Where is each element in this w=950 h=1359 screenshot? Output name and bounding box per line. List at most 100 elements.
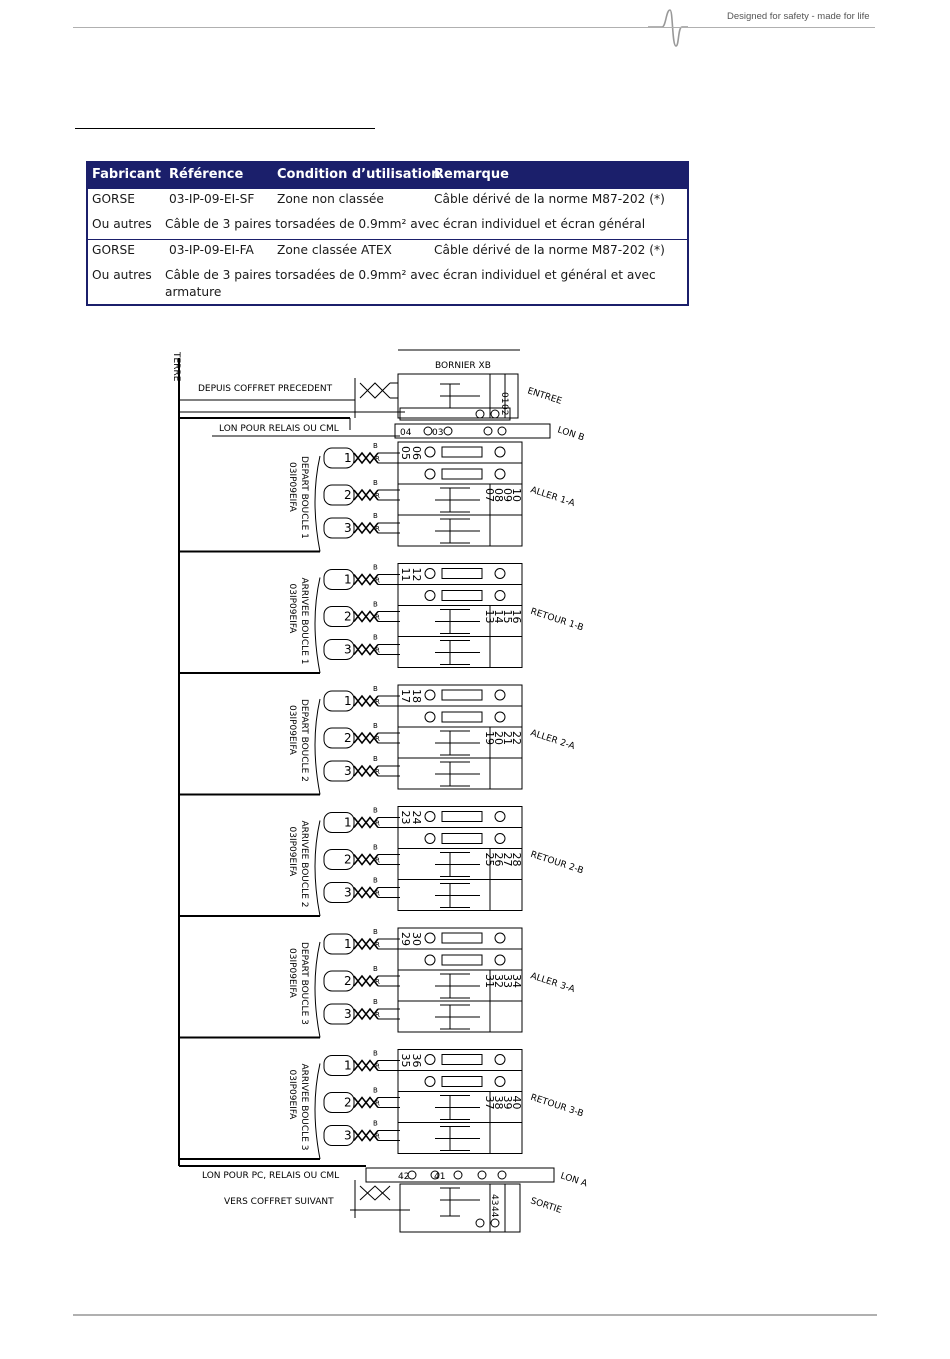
terminal-number: 19 <box>483 731 496 745</box>
logo-wave-icon <box>648 9 688 47</box>
terminal-screw-icon <box>494 446 506 458</box>
pair-screen <box>323 517 355 539</box>
terminal-number: 30 <box>410 932 423 946</box>
fuse-holder <box>441 590 483 601</box>
row2-condition: Zone classée ATEX <box>277 243 392 257</box>
pair-number: 1 <box>344 694 352 708</box>
terminal-screw-icon <box>424 1076 436 1087</box>
wire-r-label: R <box>375 857 380 865</box>
cable-code-label: 03IP09EIFA <box>287 1070 297 1121</box>
wire-b-label: B <box>373 877 378 885</box>
cable-sheath <box>314 577 321 674</box>
terminal-number: 21 <box>501 731 514 745</box>
terminal-screw-icon <box>494 1076 506 1087</box>
terminal-number: 33 <box>501 974 514 988</box>
wire-b-label: B <box>373 965 378 973</box>
terminal-screw-icon <box>424 468 436 480</box>
pair-screen <box>323 882 355 903</box>
pair-number: 2 <box>344 1096 352 1110</box>
terminal-number: 36 <box>410 1054 423 1068</box>
terminal-43: 43 <box>489 1194 499 1205</box>
wire-r-label: R <box>375 698 380 706</box>
pair-number: 3 <box>344 1007 352 1021</box>
wire-b-label: B <box>373 442 378 450</box>
wire-b-label: B <box>373 844 378 852</box>
terminal-number: 39 <box>501 1096 514 1110</box>
pair-screen <box>323 1125 355 1146</box>
terminal-41: 41 <box>434 1172 445 1182</box>
fuse-holder <box>441 468 483 480</box>
lon-b-label: LON B <box>556 425 585 443</box>
wire-r-label: R <box>375 455 380 463</box>
fuse-holder <box>441 568 483 579</box>
terminal-03: 03 <box>432 428 443 438</box>
pair-number: 3 <box>344 886 352 900</box>
cable-sheath <box>314 941 321 1038</box>
terminal-screw-icon <box>494 468 506 480</box>
entree-label: ENTREE <box>526 386 563 407</box>
terminal-screw-icon <box>494 689 506 701</box>
pair-screen <box>323 933 355 955</box>
terminal-number: 06 <box>410 446 423 460</box>
row1-condition: Zone non classée <box>277 192 384 206</box>
pair-number: 1 <box>344 1059 352 1073</box>
footer-rule <box>73 1314 877 1316</box>
terminal-number: 38 <box>492 1096 505 1110</box>
pair-screen <box>323 727 355 749</box>
terminal-screw-icon <box>424 811 436 822</box>
depuis-label: DEPUIS COFFRET PRECEDENT <box>198 384 333 394</box>
terminal-screw-icon <box>424 689 436 701</box>
side-label: ALLER 2-A <box>529 728 577 752</box>
terminal-number: 07 <box>483 488 496 502</box>
cable-section-label: ARRIVEE BOUCLE 3 <box>299 1064 309 1151</box>
pair-screen <box>323 1055 355 1076</box>
terminal-screw-icon <box>494 811 506 822</box>
terminal-screw-icon <box>424 446 436 458</box>
wire-b-label: B <box>373 722 378 730</box>
pair-number: 2 <box>344 610 352 624</box>
row1-reference: 03-IP-09-EI-SF <box>169 192 255 206</box>
wire-b-label: B <box>373 928 378 936</box>
cable-code-label: 03IP09EIFA <box>287 827 297 878</box>
terminal-number: 12 <box>410 568 423 582</box>
terminal-screw-icon <box>494 1054 506 1065</box>
terminal-number: 15 <box>501 610 514 624</box>
wire-b-label: B <box>373 1120 378 1128</box>
terminal-screw-icon <box>494 711 506 723</box>
terminal-screw-icon <box>424 833 436 844</box>
wire-r-label: R <box>375 577 380 585</box>
wire-r-label: R <box>375 614 380 622</box>
wire-b-label: B <box>373 685 378 693</box>
twisted-pair <box>353 1096 379 1109</box>
terminal-screw-icon <box>494 590 506 601</box>
header-condition: Condition d’utilisation <box>277 167 441 182</box>
terminal-number: 31 <box>483 974 496 988</box>
twisted-pair <box>353 451 379 465</box>
wire-b-label: B <box>373 998 378 1006</box>
pair-number: 2 <box>344 488 352 502</box>
cable-code-label: 03IP09EIFA <box>287 705 297 756</box>
terminal-01: 01 <box>499 392 509 403</box>
terminal-number: 22 <box>510 731 523 745</box>
cable-table: Fabricant Référence Condition d’utilisat… <box>86 161 689 306</box>
cable-code-label: 03IP09EIFA <box>287 948 297 999</box>
terminal-number: 13 <box>483 610 496 624</box>
lon-a-label: LON A <box>559 1171 589 1189</box>
side-label: RETOUR 3-B <box>529 1093 584 1120</box>
terminal-number: 40 <box>510 1096 523 1110</box>
cable-section-label: ARRIVEE BOUCLE 1 <box>299 578 309 665</box>
terminal-number: 28 <box>510 853 523 867</box>
cable-sheath <box>314 698 321 795</box>
side-label: ALLER 3-A <box>529 971 577 995</box>
cable-section-label: DEPART BOUCLE 1 <box>299 456 309 539</box>
terminal-number: 05 <box>399 446 412 460</box>
terminal-number: 09 <box>501 488 514 502</box>
fuse-holder <box>441 689 483 701</box>
fuse-holder <box>441 446 483 458</box>
row2-reference: 03-IP-09-EI-FA <box>169 243 254 257</box>
cable-sheath <box>314 1063 321 1160</box>
terminal-screw-icon <box>424 711 436 723</box>
twisted-pair <box>353 886 379 899</box>
side-label: RETOUR 2-B <box>529 850 584 877</box>
row2-remarque: Câble dérivé de la norme M87-202 (*) <box>434 243 665 257</box>
